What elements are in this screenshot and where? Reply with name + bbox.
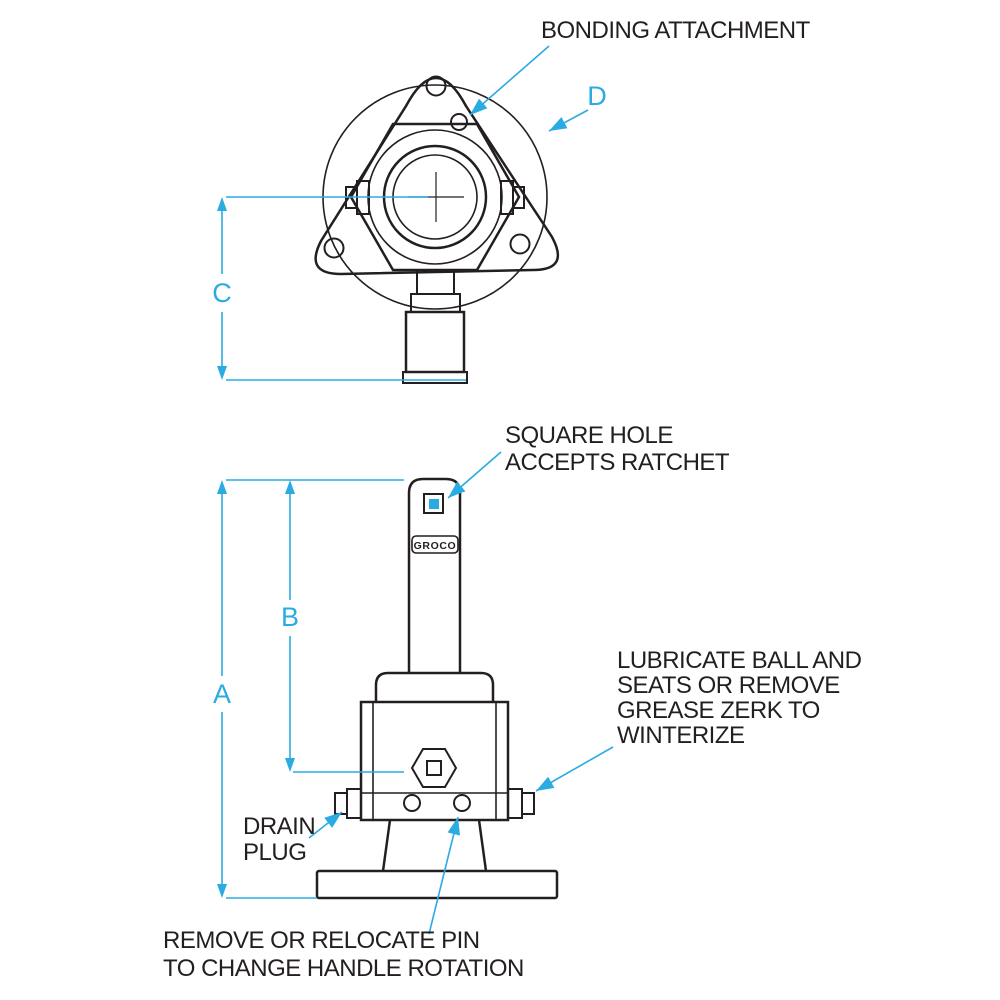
remove-pin-label-line2: TO CHANGE HANDLE ROTATION (163, 955, 524, 982)
dim-label-b: B (281, 602, 299, 632)
lubricate-label-line3: GREASE ZERK TO (617, 697, 820, 724)
lubricate-label-line4: WINTERIZE (617, 722, 745, 749)
dim-label-a: A (213, 679, 231, 709)
square-ratchet-hole (423, 493, 444, 514)
callout-remove-pin: REMOVE OR RELOCATE PIN TO CHANGE HANDLE … (163, 816, 524, 982)
dim-label-c: C (212, 278, 232, 308)
mounting-base (315, 819, 559, 900)
callout-lubricate: LUBRICATE BALL AND SEATS OR REMOVE GREAS… (535, 647, 862, 792)
callout-drain-plug: DRAIN PLUG (243, 811, 343, 866)
remove-pin-label-line1: REMOVE OR RELOCATE PIN (163, 927, 480, 954)
valve-body (359, 700, 510, 822)
callout-bonding-attachment: BONDING ATTACHMENT (469, 17, 811, 116)
dim-arrow-up (285, 480, 295, 494)
callout-d: D (548, 81, 607, 132)
dim-arrow-down (285, 758, 295, 772)
flange-bolt-holes (323, 75, 531, 259)
bonding-screw-right (500, 180, 525, 215)
top-view-drawing (314, 75, 560, 384)
brand-label: GROCO (414, 540, 457, 552)
dim-arrow-up (217, 480, 227, 494)
drain-plug-label-line1: DRAIN (243, 813, 315, 840)
side-bolt-right (507, 788, 535, 819)
drain-plug-label-line2: PLUG (243, 839, 306, 866)
side-view-drawing: GROCO (315, 477, 559, 900)
brand-plate: GROCO (411, 535, 459, 554)
pipe-spigot (402, 269, 468, 384)
dimension-c: C (212, 196, 466, 381)
bonding-attachment-label: BONDING ATTACHMENT (541, 17, 811, 44)
handle-stop-pins (403, 794, 471, 812)
dim-arrow-down (217, 366, 227, 380)
grease-zerk (410, 748, 458, 788)
dimension-a: A (213, 479, 404, 899)
bonding-attachment-hole (450, 113, 468, 131)
dim-arrow-down (217, 884, 227, 898)
lubricate-label-line1: LUBRICATE BALL AND (617, 647, 862, 674)
square-hole-label-line2: ACCEPTS RATCHET (505, 449, 730, 476)
dimension-b: B (281, 480, 404, 773)
lubricate-label-line2: SEATS OR REMOVE (617, 672, 840, 699)
triangular-flange (314, 76, 560, 276)
callout-square-hole: SQUARE HOLE ACCEPTS RATCHET (447, 422, 730, 499)
ball-chamber-cap (374, 671, 495, 702)
dim-label-d: D (587, 81, 607, 111)
dim-arrow-up (217, 197, 227, 211)
square-hole-label-line1: SQUARE HOLE (505, 422, 673, 449)
